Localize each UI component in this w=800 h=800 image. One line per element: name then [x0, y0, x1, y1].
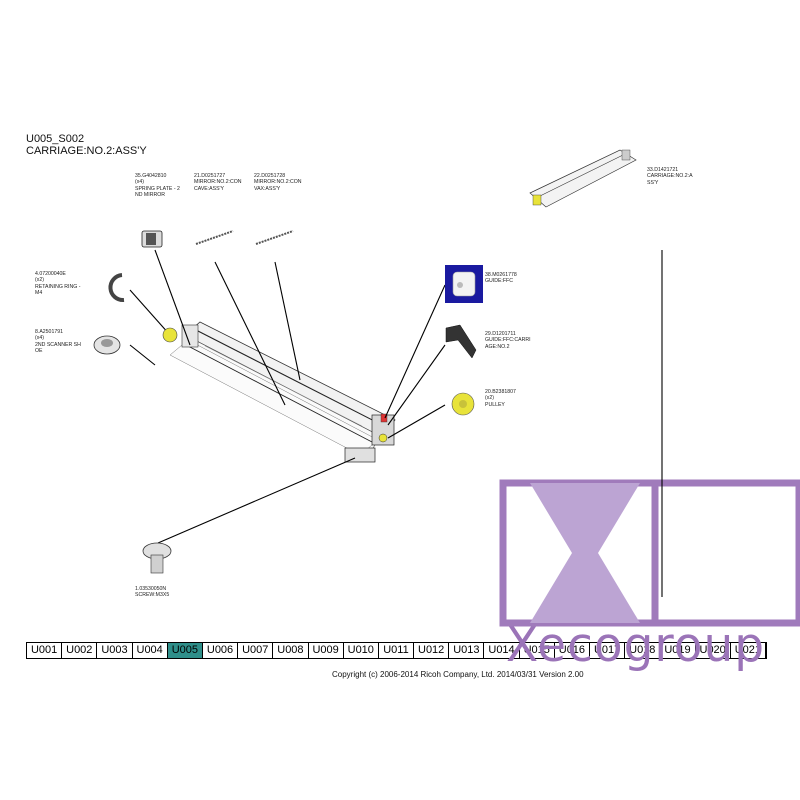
nav-tab-u013[interactable]: U013	[449, 643, 485, 658]
spring-plate-part[interactable]	[141, 230, 163, 248]
mirror-concave-part[interactable]	[195, 230, 234, 245]
watermark-logo	[499, 479, 800, 627]
nav-tab-u010[interactable]: U010	[343, 643, 379, 658]
retaining-ring-part[interactable]	[108, 273, 125, 303]
nav-tab-u018[interactable]: U018	[625, 643, 661, 658]
nav-tab-u004[interactable]: U004	[132, 643, 168, 658]
nav-tab-u017[interactable]: U017	[590, 643, 626, 658]
pulley-part[interactable]	[451, 392, 475, 416]
carriage-preview-part[interactable]	[529, 149, 637, 208]
page-title: CARRIAGE:NO.2:ASS'Y	[26, 145, 147, 157]
nav-tab-u009[interactable]: U009	[308, 643, 344, 658]
nav-tab-u002[interactable]: U002	[62, 643, 98, 658]
mirror-convex-part[interactable]	[255, 230, 294, 245]
nav-tab-u016[interactable]: U016	[554, 643, 590, 658]
pulley-small-part[interactable]	[162, 327, 178, 343]
copyright-text: Copyright (c) 2006-2014 Ricoh Company, L…	[332, 670, 584, 679]
nav-tab-u015[interactable]: U015	[519, 643, 555, 658]
nav-tab-u006[interactable]: U006	[202, 643, 239, 658]
nav-tab-u003[interactable]: U003	[97, 643, 133, 658]
nav-tab-u007[interactable]: U007	[238, 643, 274, 658]
page-code: U005_S002	[26, 133, 85, 145]
nav-tab-u014[interactable]: U014	[484, 643, 520, 658]
screw-part[interactable]	[142, 542, 172, 574]
nav-tab-u012[interactable]: U012	[414, 643, 450, 658]
scanner-shoe-part[interactable]	[93, 335, 121, 355]
nav-tab-u008[interactable]: U008	[273, 643, 309, 658]
part-label-4: 4.07200040E(x2)RETAINING RING -M4	[35, 271, 81, 296]
nav-tab-u020[interactable]: U020	[695, 643, 731, 658]
leader-lines	[129, 249, 663, 597]
nav-tab-u011[interactable]: U011	[378, 643, 415, 658]
nav-tab-u021[interactable]: U021	[730, 643, 766, 658]
carriage-assembly	[169, 321, 396, 463]
nav-tab-u005[interactable]: U005	[167, 643, 203, 658]
guide-ffc-carriage-part[interactable]	[445, 324, 477, 359]
nav-tab-u019[interactable]: U019	[660, 643, 696, 658]
guide-ffc-part[interactable]	[445, 265, 483, 303]
watermark-text: Xecogroup	[506, 618, 766, 673]
nav-tab-u001[interactable]: U001	[27, 643, 63, 658]
part-label-20: 20.B2381807(x2)PULLEY	[485, 389, 516, 408]
